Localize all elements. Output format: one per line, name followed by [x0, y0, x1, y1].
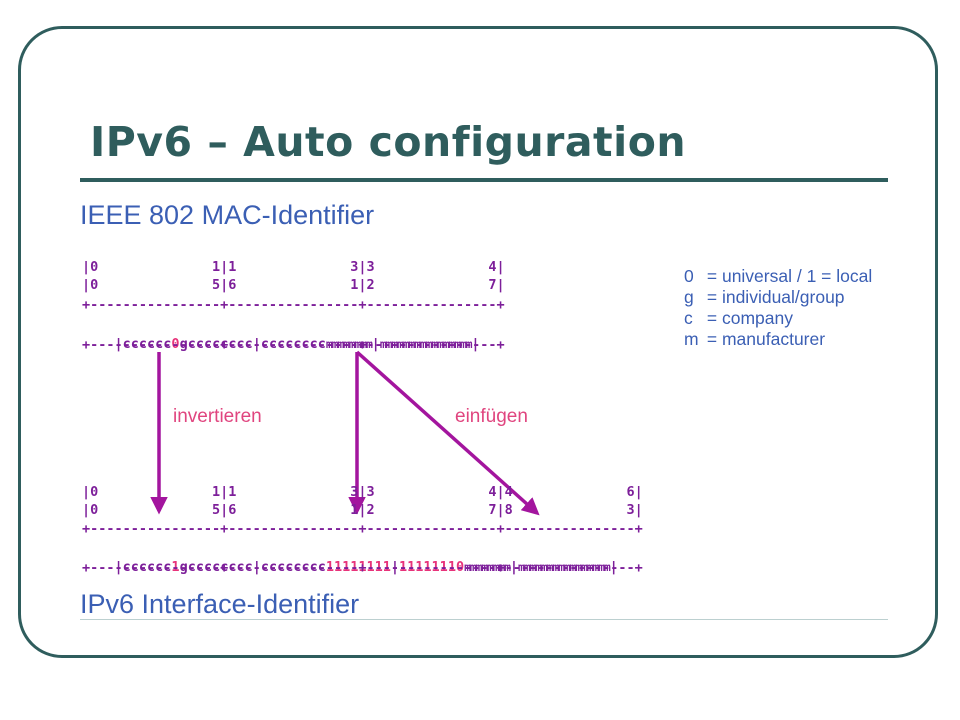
insert-arrow-diagonal [355, 350, 540, 516]
ipv6-field-manufacturer-a: mmmmmmmm [464, 560, 511, 574]
legend-item: g = individual/group [684, 287, 845, 307]
ipv6-inserted-bits-b: 11111110 [399, 559, 465, 575]
ipv6-universal-local-bit: 1 [171, 559, 180, 575]
ipv6-inserted-bits-a: 11111111 [325, 559, 391, 575]
ipv6-border-bottom: +----------------+----------------+-----… [82, 560, 643, 576]
arrow-layer [150, 350, 540, 516]
ipv6-border-top: +----------------+----------------+-----… [82, 521, 643, 537]
mac-bit-row-1: |0 1|1 3|3 4| [82, 259, 505, 275]
mac-field-manufacturer-a: mmmmmmmm [325, 337, 373, 351]
ipv6-identifier-heading: IPv6 Interface-Identifier [80, 589, 360, 619]
legend: 0 = universal / 1 = local g = individual… [684, 266, 872, 350]
mac-field-end: | [471, 336, 480, 352]
mac-field-separator: | [371, 336, 380, 352]
legend-item: m = manufacturer [684, 329, 826, 349]
mac-identifier-heading: IEEE 802 MAC-Identifier [80, 200, 375, 230]
insert-annotation: einfügen [455, 406, 528, 427]
ipv6-field-company-end: gcccccccc|cccccccc [179, 559, 326, 575]
ipv6-field-manufacturer-b: mmmmmmmmmmmmmmmm [518, 560, 611, 574]
mac-border-bottom: +----------------+----------------+-----… [82, 337, 505, 353]
legend-item: c = company [684, 308, 793, 328]
ipv6-bit-row-2: |0 5|6 1|2 7|8 3| [82, 502, 643, 518]
mac-field-company-start: |cccccc [114, 336, 172, 352]
ipv6-field-company-start: |cccccc [114, 559, 172, 575]
mac-universal-local-bit: 0 [171, 336, 180, 352]
mac-border-top: +----------------+----------------+-----… [82, 297, 505, 313]
title-rule [80, 178, 888, 182]
slide-title: IPv6 – Auto configuration [90, 118, 687, 166]
ipv6-field-separator-2: | [509, 559, 519, 575]
ipv6-field-row: |cccccc1gcccccccc|cccccccc11111111|11111… [82, 540, 618, 594]
ipv6-field-end: | [609, 559, 618, 575]
mac-bit-row-2: |0 5|6 1|2 7| [82, 277, 505, 293]
ipv6-field-separator: | [390, 559, 400, 575]
legend-item: 0 = universal / 1 = local [684, 266, 873, 286]
invert-annotation: invertieren [173, 406, 262, 427]
slide-frame [18, 26, 938, 658]
mac-field-row: |cccccc0gcccccccc|ccccccccmmmmmmmm|mmmmm… [82, 317, 480, 371]
diagram-figure: IEEE 802 MAC-Identifier |0 1|1 3|3 4| |0… [80, 190, 888, 620]
mac-field-manufacturer-b: mmmmmmmmmmmmmmmm [379, 337, 473, 351]
ipv6-bit-row-1: |0 1|1 3|3 4|4 6| [82, 484, 643, 500]
mac-field-company-end: gcccccccc|cccccccc [179, 336, 326, 352]
